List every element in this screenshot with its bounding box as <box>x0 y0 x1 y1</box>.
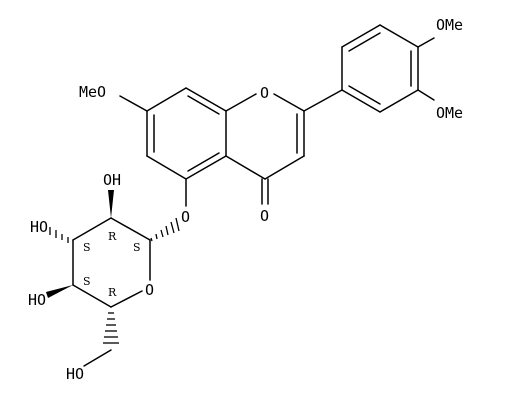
stereo-c4: S <box>83 275 91 288</box>
chromone-ring-o-label: O <box>260 84 269 102</box>
ho-bottom-label: HO <box>66 365 84 383</box>
ring-b <box>303 24 435 113</box>
ho-left-label: HO <box>30 218 48 236</box>
glycosidic-o-label: O <box>181 208 190 226</box>
ome-mid-label: OMe <box>436 104 463 122</box>
sugar-ring-o-label: O <box>145 281 154 299</box>
carbonyl-o-label: O <box>260 207 269 225</box>
stereo-c3: S <box>83 241 91 254</box>
ring-a <box>146 87 227 180</box>
ho-lower-label: HO <box>28 291 46 309</box>
ome-top-label: OMe <box>436 16 463 34</box>
stereo-c5: R <box>108 286 117 299</box>
stereo-c2: R <box>108 230 117 243</box>
sugar-ring <box>46 190 180 367</box>
ring-c <box>225 93 305 205</box>
oh-top-label: OH <box>103 171 121 189</box>
bond-meo-left <box>119 95 148 112</box>
meo-left-label: MeO <box>79 83 106 101</box>
stereo-c1: S <box>133 241 141 254</box>
